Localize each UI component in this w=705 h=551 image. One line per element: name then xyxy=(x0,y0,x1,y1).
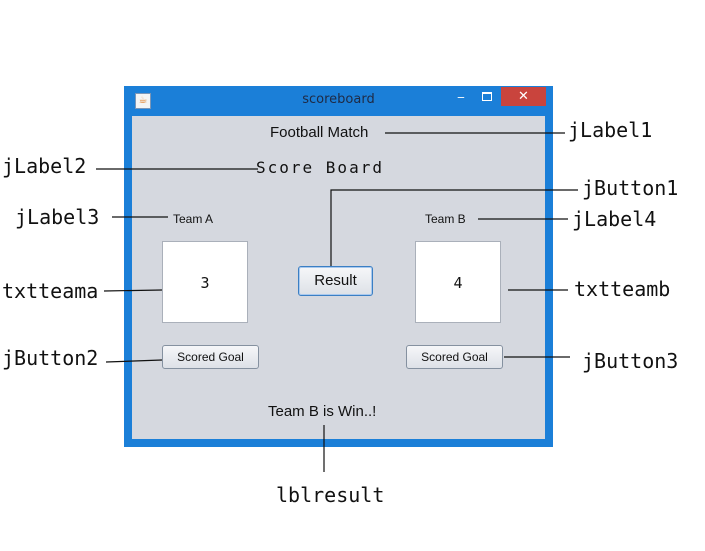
annotation-jbutton3: jButton3 xyxy=(582,349,679,373)
heading-label: Football Match xyxy=(270,124,369,141)
minimize-button[interactable]: ‒ xyxy=(457,90,465,104)
team-b-label: Team B xyxy=(425,212,466,226)
annotation-txtteamb: txtteamb xyxy=(574,277,671,301)
close-button[interactable]: ✕ xyxy=(501,87,546,106)
annotation-txtteama: txtteama xyxy=(2,279,99,303)
annotation-jlabel1: jLabel1 xyxy=(568,118,653,142)
maximize-button[interactable] xyxy=(475,88,499,106)
window-title: scoreboard xyxy=(302,92,375,107)
team-b-score-field[interactable]: 4 xyxy=(415,241,501,323)
result-label: Team B is Win..! xyxy=(268,403,377,420)
team-a-score-field[interactable]: 3 xyxy=(162,241,248,323)
annotation-jbutton2: jButton2 xyxy=(2,346,99,370)
scoreboard-window: scoreboard ☕ ‒ ✕ Football Match Score Bo… xyxy=(124,86,553,447)
annotation-lblresult: lblresult xyxy=(276,483,385,507)
maximize-icon xyxy=(482,92,492,101)
scored-goal-b-button[interactable]: Scored Goal xyxy=(406,345,503,369)
scoreboard-label: Score Board xyxy=(256,158,384,177)
annotation-jbutton1: jButton1 xyxy=(582,176,679,200)
annotation-jlabel2: jLabel2 xyxy=(2,154,87,178)
java-icon: ☕ xyxy=(135,93,151,109)
annotation-jlabel4: jLabel4 xyxy=(572,207,657,231)
form-panel: Football Match Score Board Team A Team B… xyxy=(132,116,545,439)
result-button[interactable]: Result xyxy=(298,266,373,296)
annotation-jlabel3: jLabel3 xyxy=(15,205,100,229)
team-a-label: Team A xyxy=(173,212,214,226)
scored-goal-a-button[interactable]: Scored Goal xyxy=(162,345,259,369)
